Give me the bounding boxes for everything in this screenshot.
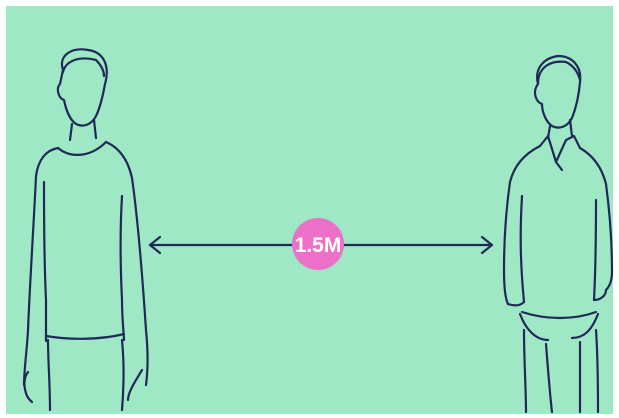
distance-badge-circle [292,218,344,270]
person-right-left-side [502,144,542,306]
person-right [502,54,614,414]
person-right-legs [522,328,600,414]
person-left-hem [44,332,126,340]
person-right-inner-legs [544,340,582,414]
person-right-pocket-left [518,312,550,342]
person-left-legs [46,338,125,412]
person-left-hair [61,57,106,78]
person-left-neck [68,118,98,142]
person-right-right-inner [592,198,598,302]
person-right-right-sleeve [592,288,608,302]
arrow-head-left [148,235,162,255]
person-left-hand-right [126,368,144,402]
person-right-left-inner [519,194,526,304]
person-right-left-sleeve [506,300,526,307]
person-right-hair [536,60,582,86]
arrow-head-right [480,235,494,255]
distance-label: 1.5M [295,234,342,257]
person-left-head [56,48,108,127]
distance-badge: 1.5M [292,218,344,270]
person-left-torso-right [104,140,149,387]
person-right-head [533,54,582,129]
person-left-collar [56,140,108,156]
person-left-inner-arm-right [119,194,126,342]
person-left-torso [22,146,60,387]
person-left [22,48,149,412]
person-left-hand-left [23,370,34,404]
person-right-collar [538,134,582,172]
person-right-right-side [578,146,614,292]
person-right-waist [520,310,598,320]
person-right-pocket-right [570,312,600,340]
person-left-inner-arm-left [42,180,48,343]
